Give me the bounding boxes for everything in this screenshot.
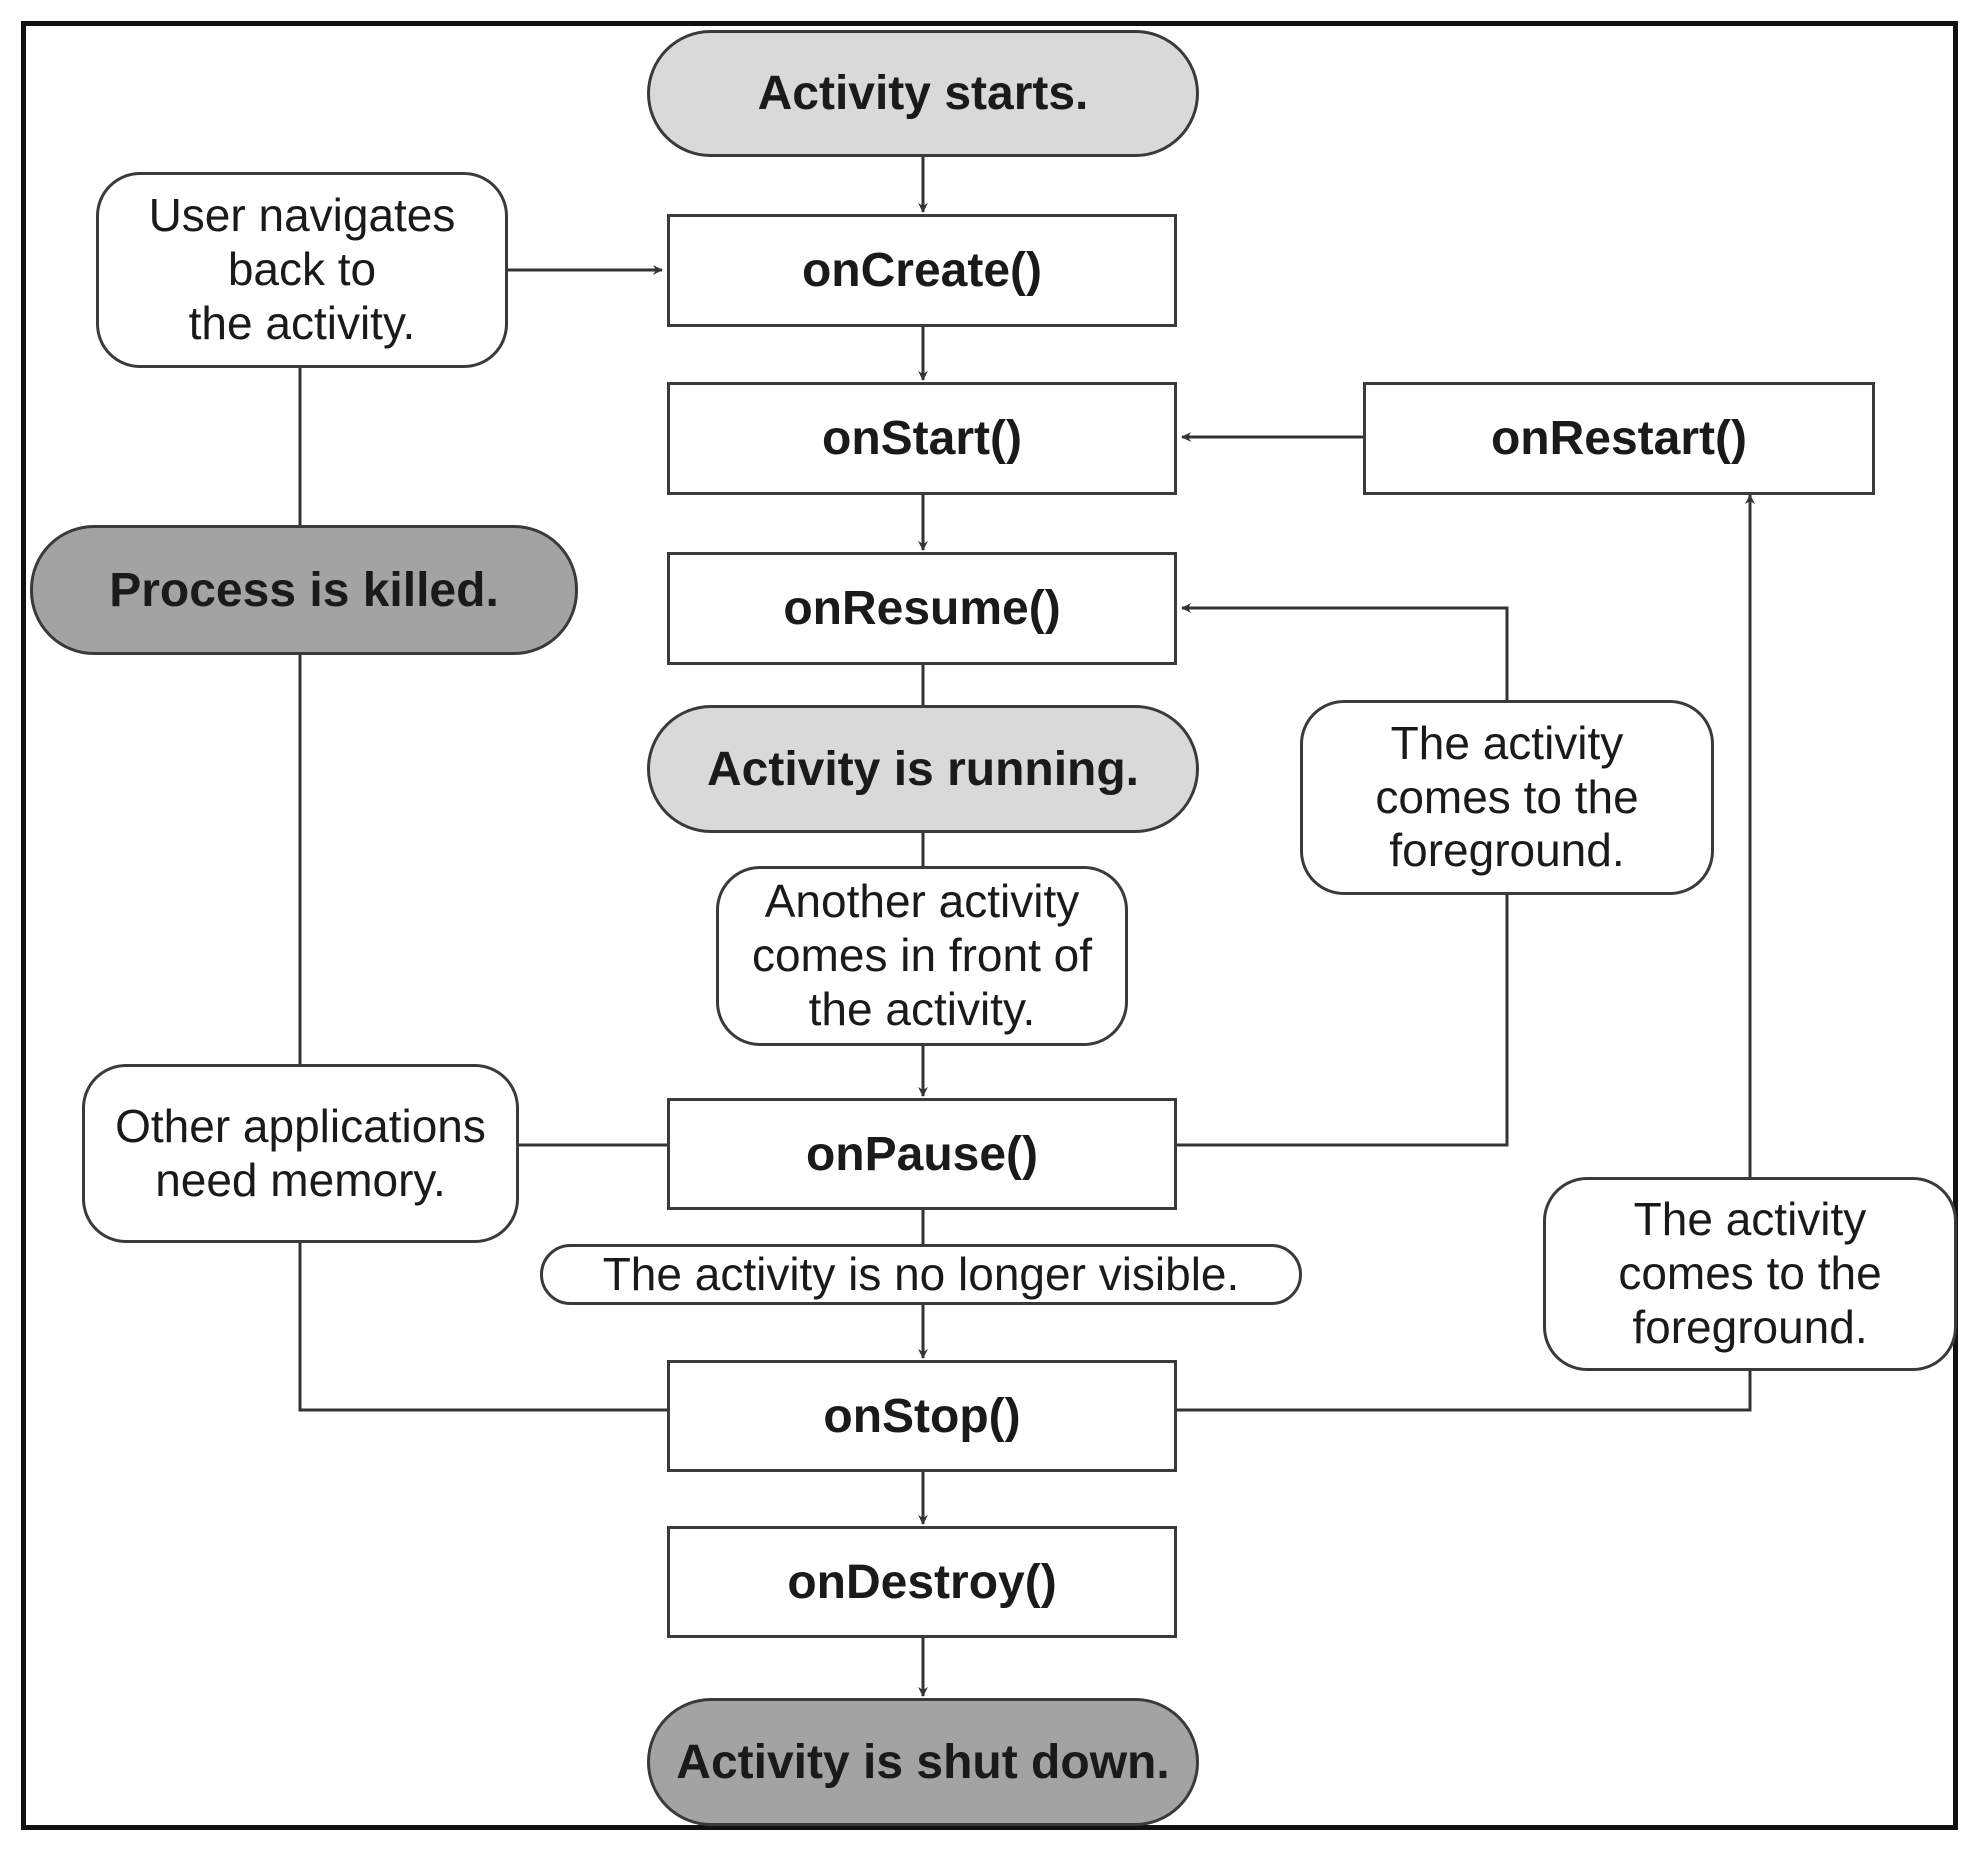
note-other-apps-memory-text: Other applications need memory. xyxy=(115,1099,486,1206)
note-user-navigates-back-text: User navigates back to the activity. xyxy=(148,189,456,349)
note-user-navigates-back: User navigates back to the activity. xyxy=(96,172,508,368)
state-activity-shut-down-label: Activity is shut down. xyxy=(676,1735,1170,1789)
note-other-apps-memory: Other applications need memory. xyxy=(82,1064,519,1243)
state-activity-starts: Activity starts. xyxy=(647,30,1199,157)
method-onrestart-label: onRestart() xyxy=(1490,412,1747,465)
method-onrestart: onRestart() xyxy=(1363,382,1875,495)
note-foreground-resume: The activity comes to the foreground. xyxy=(1300,700,1714,895)
method-onstart-label: onStart() xyxy=(822,412,1022,465)
note-another-activity-text: Another activity comes in front of the a… xyxy=(751,875,1093,1035)
state-activity-running: Activity is running. xyxy=(647,705,1199,833)
method-oncreate: onCreate() xyxy=(667,214,1177,327)
method-onresume-label: onResume() xyxy=(783,582,1061,635)
note-foreground-restart: The activity comes to the foreground. xyxy=(1543,1177,1957,1371)
note-another-activity: Another activity comes in front of the a… xyxy=(716,866,1128,1046)
method-oncreate-label: onCreate() xyxy=(801,244,1043,297)
state-process-killed-label: Process is killed. xyxy=(109,563,499,617)
method-ondestroy-label: onDestroy() xyxy=(787,1555,1057,1609)
note-no-longer-visible-text: The activity is no longer visible. xyxy=(602,1247,1240,1300)
method-onpause: onPause() xyxy=(667,1098,1177,1210)
state-process-killed: Process is killed. xyxy=(30,525,578,655)
note-foreground-resume-text: The activity comes to the foreground. xyxy=(1375,716,1639,877)
state-activity-shut-down: Activity is shut down. xyxy=(647,1698,1199,1826)
method-onresume: onResume() xyxy=(667,552,1177,665)
method-onstart: onStart() xyxy=(667,382,1177,495)
method-ondestroy: onDestroy() xyxy=(667,1526,1177,1638)
arrow-foreground-note-to-onresume xyxy=(1181,603,1509,700)
method-onpause-label: onPause() xyxy=(805,1127,1039,1181)
line-onstop-to-foreground-note xyxy=(1177,1371,1752,1412)
method-onstop-label: onStop() xyxy=(823,1389,1021,1443)
state-activity-running-label: Activity is running. xyxy=(706,742,1140,796)
state-activity-starts-label: Activity starts. xyxy=(757,67,1089,120)
line-onpause-to-foreground-note xyxy=(1177,895,1509,1147)
line-onstop-to-other-apps xyxy=(298,1243,667,1412)
method-onstop: onStop() xyxy=(667,1360,1177,1472)
note-foreground-restart-text: The activity comes to the foreground. xyxy=(1618,1193,1882,1353)
note-no-longer-visible: The activity is no longer visible. xyxy=(540,1244,1302,1305)
